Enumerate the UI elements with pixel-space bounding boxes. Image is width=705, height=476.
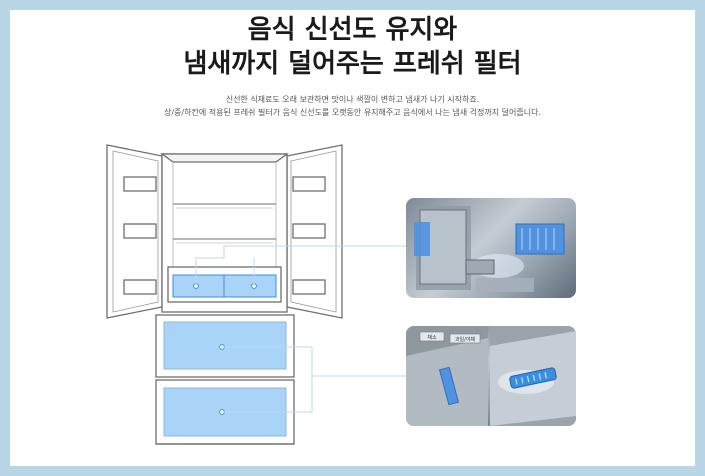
- drawer-filter-photo: 채소 과일/야채: [406, 326, 576, 426]
- upper-fresh-filter: [172, 274, 277, 298]
- drawer-tag-2: 과일/야채: [455, 336, 475, 343]
- headline-line-2: 냄새까지 덜어주는 프레쉬 필터: [183, 49, 522, 79]
- callout-lines: [195, 245, 406, 413]
- content-frame: 음식 신선도 유지와 냄새까지 덜어주는 프레쉬 필터 신선한 식재료도 오래 …: [10, 10, 695, 466]
- drawer-tag-1: 채소: [427, 334, 437, 341]
- headline-line-1: 음식 신선도 유지와: [247, 15, 458, 45]
- middle-drawer-filter: [163, 321, 287, 370]
- left-door: [106, 144, 163, 319]
- description-line-2: 상/중/하칸에 적용된 프레쉬 필터가 음식 신선도를 오랫동안 유지해주고 음…: [163, 108, 541, 117]
- fridge-illustration: [106, 144, 406, 445]
- description-line-1: 신선한 식재료도 오래 보관하면 맛이나 색깔이 변하고 냄새가 나기 시작하죠…: [225, 95, 480, 104]
- right-door: [286, 144, 343, 319]
- upper-filter-photo: [406, 198, 576, 298]
